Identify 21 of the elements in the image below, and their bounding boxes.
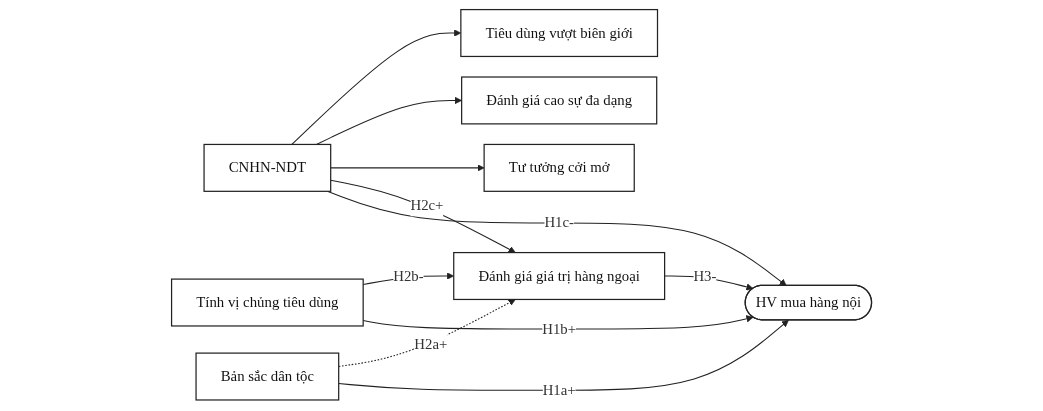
edge-label: H3-: [693, 267, 717, 284]
edge-label: H2c+: [410, 196, 444, 214]
edge-label: H1c-: [544, 214, 574, 231]
node-box: Bản sắc dân tộc: [195, 352, 340, 401]
node-box: Tiêu dùng vượt biên giới: [460, 8, 659, 58]
edge-label: H1b+: [542, 320, 577, 337]
arrow: [330, 164, 485, 172]
node-box: Đánh giá cao sự đa dạng: [460, 76, 658, 125]
edge-label: H2b-: [393, 267, 424, 284]
node-box: Đánh giá giá trị hàng ngoại: [453, 251, 666, 301]
arrow: [315, 96, 462, 145]
edge-label: H1a+: [542, 381, 576, 399]
node-box: Tính vị chủng tiêu dùng: [170, 278, 364, 327]
arrow: [338, 319, 789, 391]
node-box: CNHN-NDT: [203, 143, 332, 192]
arrow: [291, 29, 462, 145]
edge-label: H2a+: [414, 336, 448, 353]
arrow: [330, 179, 516, 253]
arrow: [338, 299, 516, 367]
node-box: Tư tưởng cởi mở: [483, 143, 635, 192]
arrow: [664, 275, 754, 291]
